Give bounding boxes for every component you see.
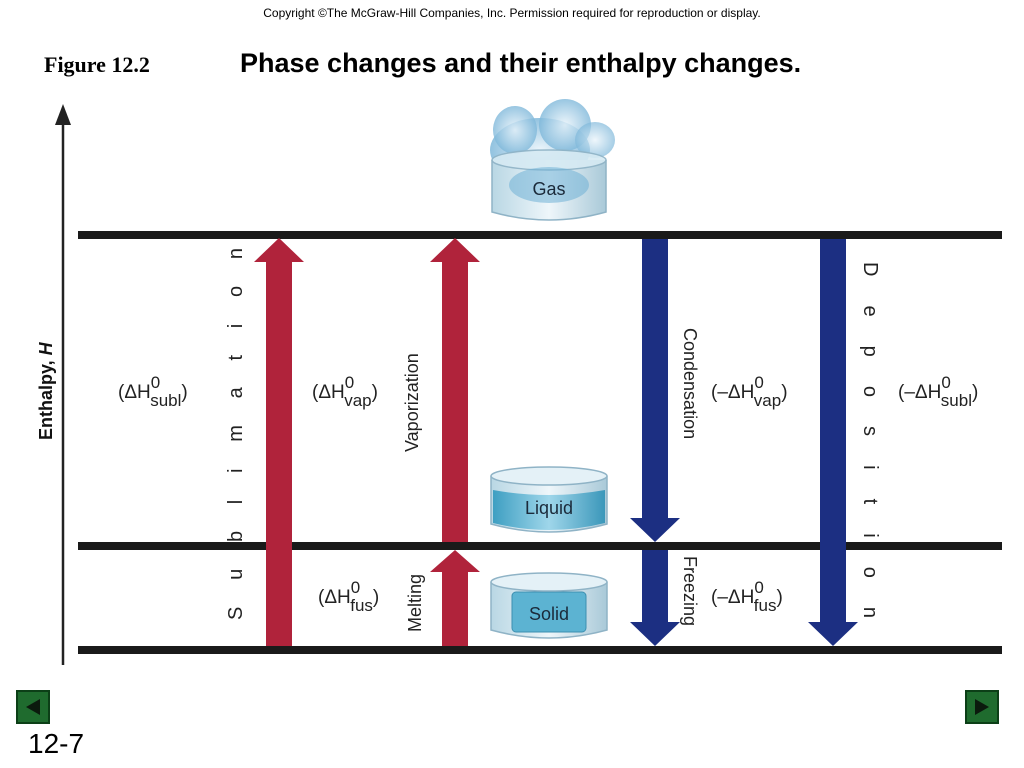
liquid-level-line	[78, 542, 1002, 550]
figure-label: Figure 12.2	[44, 52, 150, 77]
previous-slide-button[interactable]	[16, 690, 50, 724]
enthalpy-axis-label: Enthalpy, H	[36, 341, 56, 440]
condensation-arrow	[630, 239, 680, 542]
deposition-label: Deposition	[859, 262, 881, 618]
solid-level-line	[78, 646, 1002, 654]
freezing-label: Freezing	[680, 556, 700, 626]
melting-arrow	[430, 550, 480, 646]
arrow-left-icon	[26, 699, 40, 715]
melting-label: Melting	[405, 574, 425, 632]
vaporization-label: Vaporization	[402, 353, 422, 452]
next-slide-button[interactable]	[965, 690, 999, 724]
figure-title: Phase changes and their enthalpy changes…	[240, 48, 802, 78]
vaporization-arrow	[430, 238, 480, 542]
freezing-arrow	[630, 550, 680, 646]
sublimation-label: Sublimation	[225, 248, 247, 620]
sublimation-arrow	[254, 238, 304, 646]
gas-level-line	[78, 231, 1002, 239]
liquid-beaker-image: Liquid	[490, 466, 608, 533]
axis-arrowhead	[55, 104, 71, 125]
gas-beaker-image: Gas	[490, 99, 615, 221]
arrow-right-icon	[975, 699, 989, 715]
copyright-notice: Copyright ©The McGraw-Hill Companies, In…	[263, 6, 761, 20]
condensation-label: Condensation	[680, 328, 700, 439]
solid-beaker-image: Solid	[490, 572, 608, 639]
gas-label: Gas	[532, 179, 565, 199]
solid-label: Solid	[529, 604, 569, 624]
slide-number: 12-7	[28, 728, 85, 759]
liquid-label: Liquid	[525, 498, 573, 518]
deposition-arrow	[808, 239, 858, 646]
enthalpy-axis: Enthalpy, H	[36, 104, 71, 665]
